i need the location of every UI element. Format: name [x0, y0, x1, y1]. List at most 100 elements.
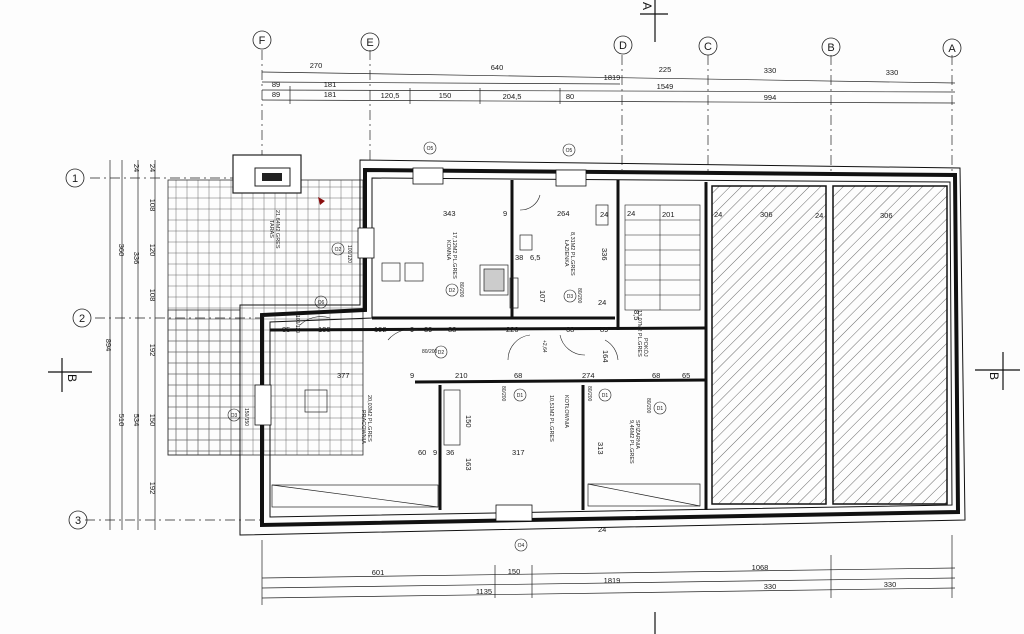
- svg-text:C: C: [704, 41, 712, 53]
- svg-text:68: 68: [652, 371, 660, 380]
- svg-text:108: 108: [148, 289, 157, 302]
- left-dimension-values: 894 360 510 24 24 108 336 120 108 192 53…: [104, 164, 157, 494]
- svg-text:O3: O3: [231, 413, 238, 419]
- svg-text:24: 24: [598, 525, 606, 534]
- axis-marker-3: 3: [68, 510, 88, 530]
- svg-text:A: A: [948, 43, 956, 55]
- svg-text:192: 192: [148, 482, 157, 495]
- svg-text:377: 377: [337, 371, 350, 380]
- svg-text:80/200: 80/200: [422, 349, 438, 355]
- svg-text:SPIŻARNIA: SPIŻARNIA: [634, 420, 641, 449]
- door-swings: [299, 194, 619, 361]
- staircase: [624, 204, 701, 311]
- axis-marker-E: E: [360, 32, 380, 52]
- axis-marker-1: 1: [65, 168, 85, 188]
- svg-text:100/120: 100/120: [346, 245, 352, 263]
- section-marker-a-top: A: [640, 0, 668, 42]
- svg-text:D2: D2: [449, 288, 456, 294]
- svg-text:204,5: 204,5: [503, 92, 522, 101]
- svg-text:TARAS: TARAS: [268, 220, 274, 238]
- furniture: [271, 204, 701, 508]
- svg-text:8,31M2 PL.GRES: 8,31M2 PL.GRES: [569, 232, 575, 276]
- svg-text:181: 181: [324, 90, 337, 99]
- axis-marker-D: D: [613, 35, 633, 55]
- room-labels: KOMNA 17,12M2 PL.GRES ŁAZIENKA 8,31M2 PL…: [360, 232, 649, 464]
- svg-text:317: 317: [512, 448, 525, 457]
- svg-text:601: 601: [372, 568, 385, 577]
- svg-text:21,64M2 GRES: 21,64M2 GRES: [274, 210, 280, 249]
- svg-text:163: 163: [464, 458, 473, 471]
- svg-text:640: 640: [491, 63, 504, 72]
- svg-text:994: 994: [764, 93, 777, 102]
- svg-text:100/120: 100/120: [294, 315, 300, 333]
- svg-text:D1: D1: [517, 393, 524, 399]
- svg-text:330: 330: [886, 68, 899, 77]
- svg-text:24: 24: [148, 164, 157, 172]
- svg-text:24: 24: [815, 211, 823, 220]
- svg-text:2: 2: [79, 313, 85, 325]
- svg-text:150: 150: [508, 567, 521, 576]
- axis-marker-B: B: [821, 37, 841, 57]
- interior-dimensions: 343 9 264 24 24 201 24 306 24 306 38 6,5…: [282, 209, 893, 534]
- svg-text:8,5: 8,5: [632, 310, 641, 320]
- svg-text:9: 9: [433, 448, 437, 457]
- door-sizes: 80/200 80/200 80/200 80/200 80/200 80/20…: [422, 282, 651, 414]
- svg-text:330: 330: [764, 582, 777, 591]
- level-marker: +2,64: [541, 340, 547, 353]
- svg-text:9: 9: [503, 209, 507, 218]
- svg-text:24: 24: [600, 210, 608, 219]
- svg-text:O6: O6: [318, 300, 325, 306]
- top-dimension-values: 270 640 225 330 330 1819 89 181 1549 89 …: [272, 61, 898, 102]
- svg-text:225: 225: [659, 65, 672, 74]
- hatched-areas: [711, 185, 948, 505]
- svg-text:85: 85: [282, 325, 290, 334]
- svg-text:150: 150: [439, 91, 452, 100]
- svg-text:192: 192: [148, 344, 157, 357]
- axis-marker-2: 2: [72, 308, 92, 328]
- svg-text:89: 89: [600, 325, 608, 334]
- svg-text:89: 89: [272, 80, 280, 89]
- svg-text:O5: O5: [427, 146, 434, 152]
- svg-text:POKÓJ: POKÓJ: [642, 338, 649, 357]
- axis-marker-C: C: [698, 36, 718, 56]
- svg-text:894: 894: [104, 339, 113, 352]
- window-tags: O5 O5 O2 O6 O3 O4: [227, 141, 576, 552]
- svg-text:313: 313: [596, 442, 605, 455]
- top-dimension-chain: [261, 50, 956, 175]
- svg-text:KOTŁOWNIA: KOTŁOWNIA: [563, 395, 569, 428]
- bottom-dimension-values: 601 150 1068 1819 1135 330 330: [372, 563, 897, 596]
- svg-text:100: 100: [318, 325, 331, 334]
- svg-text:ŁAZIENKA: ŁAZIENKA: [563, 240, 569, 267]
- svg-text:KOMNA: KOMNA: [445, 240, 451, 261]
- section-marker-b-right: B: [975, 352, 1020, 390]
- svg-text:1068: 1068: [752, 563, 769, 572]
- svg-text:36: 36: [446, 448, 454, 457]
- svg-text:201: 201: [662, 210, 675, 219]
- door-tags: D2 D3 D2 D1 D1 D1: [434, 283, 667, 415]
- section-marker-b-left: B: [48, 358, 92, 392]
- svg-text:B: B: [65, 374, 79, 382]
- svg-text:F: F: [259, 35, 266, 47]
- svg-text:B: B: [987, 372, 1001, 380]
- svg-text:20,03M2 PL.GRES: 20,03M2 PL.GRES: [366, 395, 372, 442]
- svg-text:68: 68: [514, 371, 522, 380]
- svg-text:120,5: 120,5: [381, 91, 400, 100]
- svg-text:80/200: 80/200: [500, 386, 506, 402]
- svg-text:88: 88: [448, 325, 456, 334]
- svg-text:150/150: 150/150: [243, 408, 249, 426]
- svg-text:PRACOWNIA: PRACOWNIA: [360, 410, 366, 444]
- svg-text:D3: D3: [567, 294, 574, 300]
- svg-text:80/200: 80/200: [645, 398, 651, 414]
- svg-text:270: 270: [310, 61, 323, 70]
- svg-text:D1: D1: [657, 406, 664, 412]
- svg-text:89: 89: [272, 90, 280, 99]
- svg-text:264: 264: [557, 209, 570, 218]
- svg-text:D2: D2: [438, 350, 445, 356]
- svg-text:274: 274: [582, 371, 595, 380]
- svg-text:306: 306: [880, 211, 893, 220]
- svg-text:220: 220: [506, 325, 519, 334]
- svg-text:510: 510: [117, 414, 126, 427]
- svg-text:39: 39: [424, 325, 432, 334]
- svg-text:O4: O4: [518, 543, 525, 549]
- svg-text:360: 360: [117, 244, 126, 257]
